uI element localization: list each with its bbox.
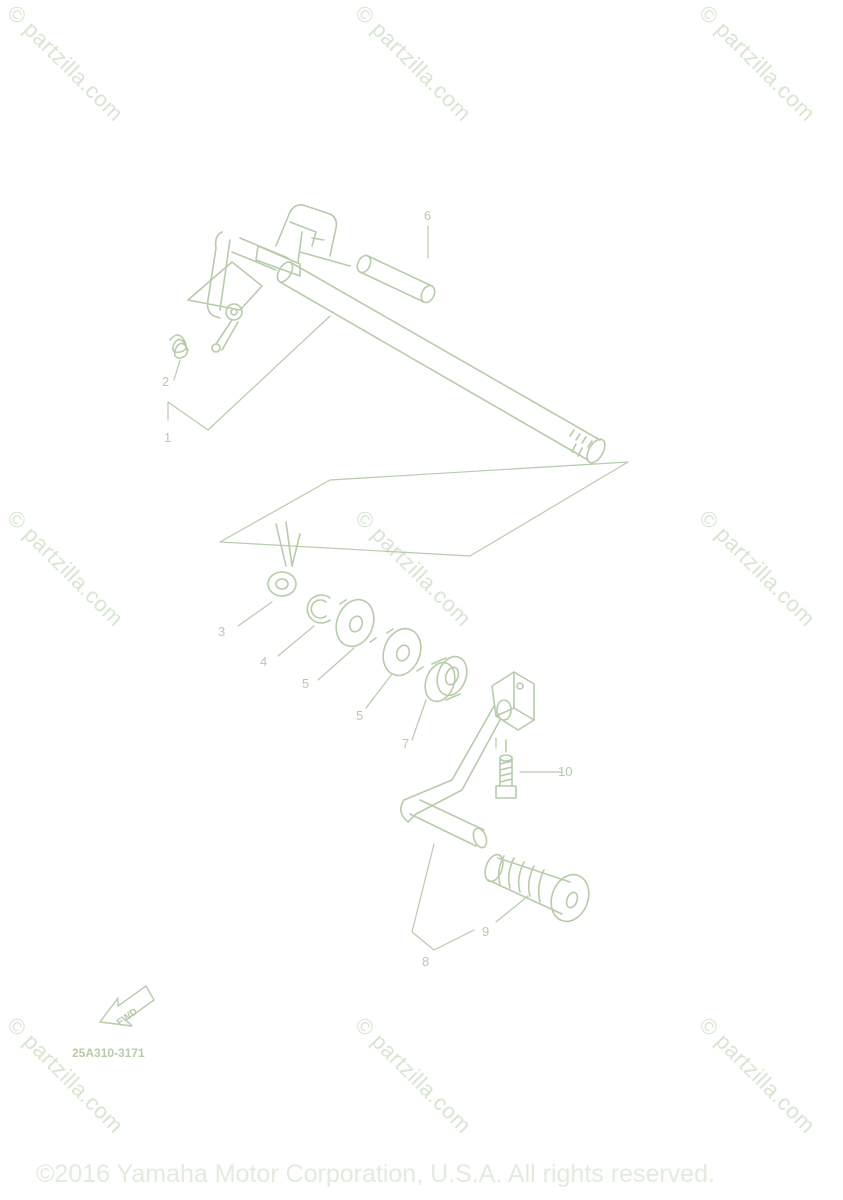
callout-10: 10 — [558, 764, 573, 779]
bolt — [495, 739, 517, 799]
callout-2: 2 — [162, 374, 170, 389]
fwd-arrow-icon — [99, 985, 155, 1027]
callout-5: 5 — [302, 676, 310, 691]
washer — [335, 598, 377, 648]
diagram-code: 25A310-3171 — [72, 1046, 145, 1060]
leader-lines — [167, 225, 629, 951]
washer — [382, 627, 424, 677]
callout-5: 5 — [356, 708, 364, 723]
callout-6: 6 — [424, 208, 432, 223]
shift-shaft — [187, 204, 606, 464]
callout-8: 8 — [422, 954, 430, 969]
callout-9: 9 — [482, 924, 490, 939]
callout-7: 7 — [402, 736, 410, 751]
callout-4: 4 — [260, 654, 268, 669]
copyright-notice: ©2016 Yamaha Motor Corporation, U.S.A. A… — [36, 1160, 715, 1188]
circlip — [306, 594, 331, 624]
pedal-rubber — [484, 853, 590, 923]
bearing — [424, 655, 468, 703]
cotter-pin — [267, 521, 301, 597]
callout-1: 1 — [164, 430, 172, 445]
callout-3: 3 — [218, 624, 226, 639]
return-spring — [169, 334, 189, 359]
collar — [356, 254, 436, 304]
shift-pedal — [400, 671, 535, 849]
